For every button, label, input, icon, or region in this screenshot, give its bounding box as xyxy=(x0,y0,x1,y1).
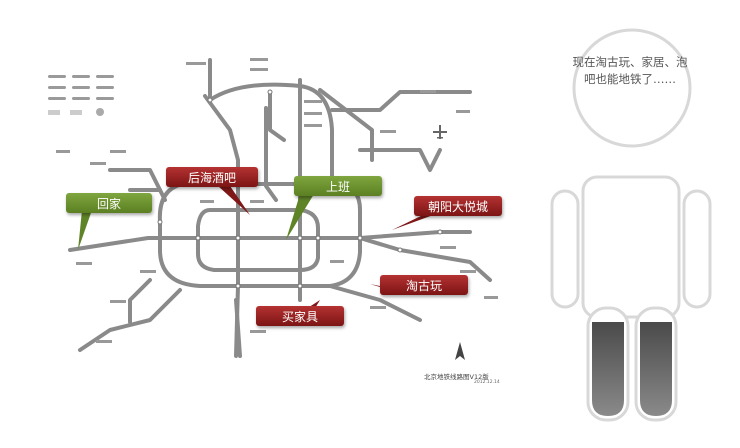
speech-text: 现在淘古玩、家居、泡吧也能地铁了…… xyxy=(572,55,688,86)
callout-houhai-bar: 后海酒吧 xyxy=(166,167,258,187)
right-leg-fill xyxy=(640,322,672,416)
right-arm xyxy=(682,189,712,309)
callout-work: 上班 xyxy=(294,176,382,196)
left-arm xyxy=(550,189,580,309)
callout-antiques: 淘古玩 xyxy=(380,275,468,295)
map-date: 2012.12.14 xyxy=(474,380,500,385)
map-frame xyxy=(40,44,510,392)
figure-torso xyxy=(581,175,681,319)
person-figure xyxy=(550,28,712,422)
left-leg-fill xyxy=(592,322,624,416)
map-legend xyxy=(48,75,114,116)
callout-furniture: 买家具 xyxy=(256,306,344,326)
callout-home: 回家 xyxy=(66,193,152,213)
speech-head xyxy=(572,28,692,148)
callout-chaoyang-joy-city: 朝阳大悦城 xyxy=(414,196,502,216)
north-arrow-icon xyxy=(455,342,465,360)
station-label-marks xyxy=(56,58,498,343)
map-title: 北京地铁线路图V12版 xyxy=(424,373,489,381)
airplane-icon xyxy=(433,125,447,139)
